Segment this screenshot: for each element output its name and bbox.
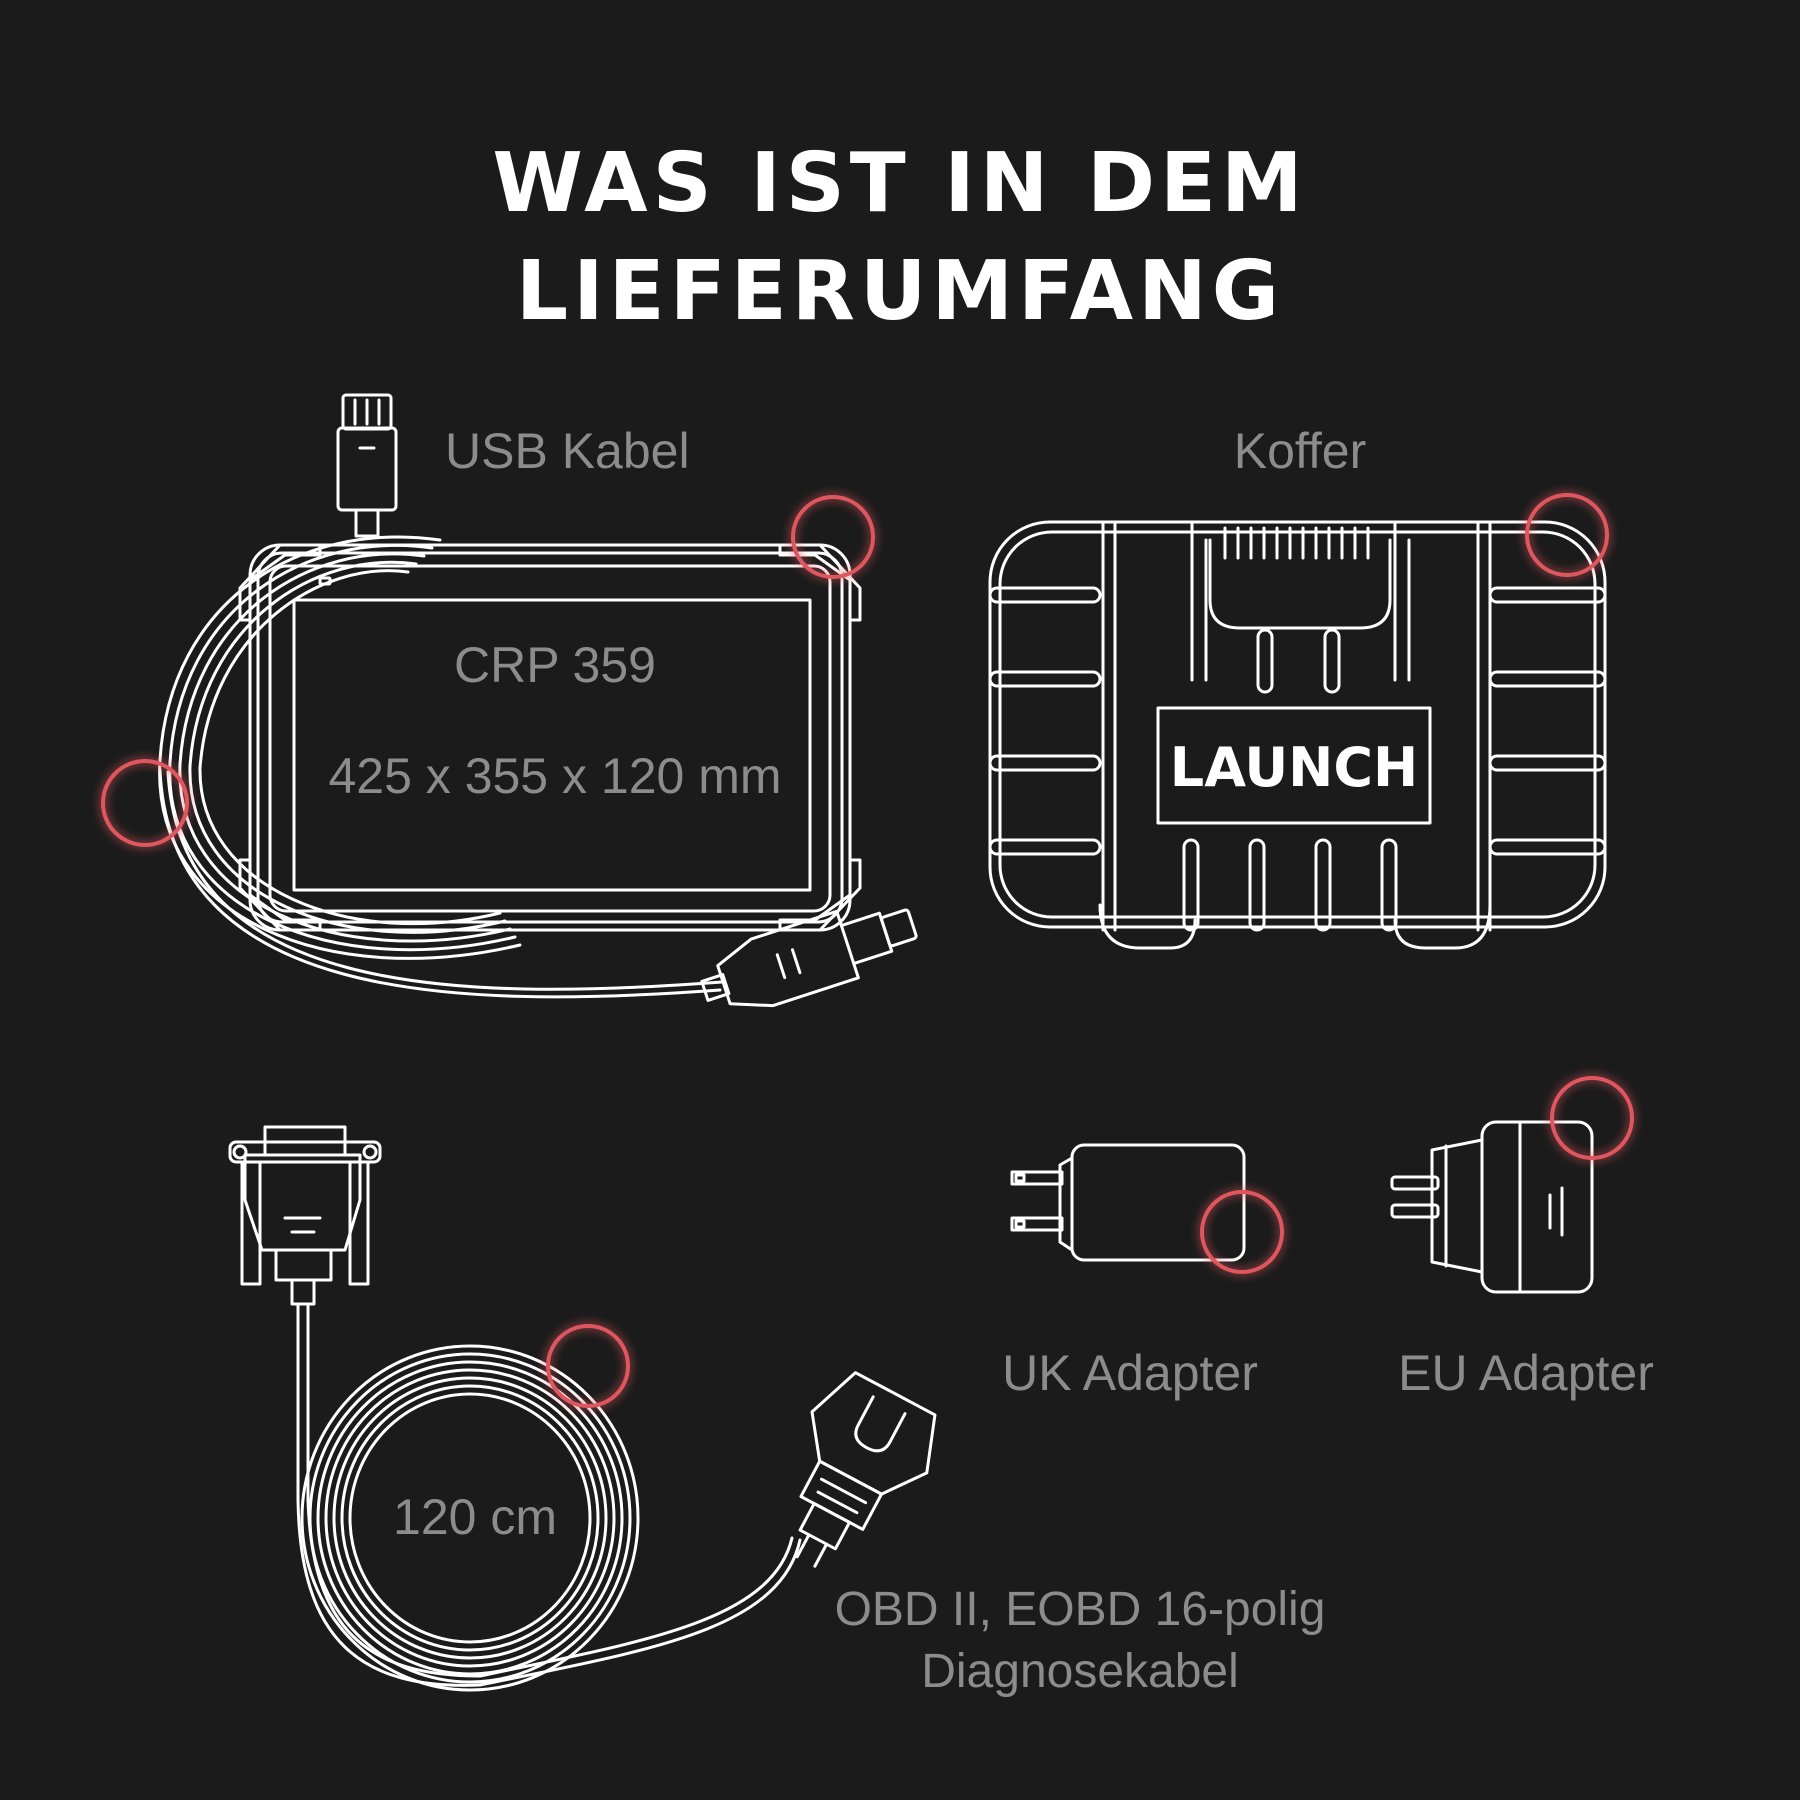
uk-adapter-illustration	[1010, 1143, 1246, 1262]
highlight-ring	[101, 759, 189, 847]
highlight-ring	[1525, 493, 1609, 577]
eu-adapter-illustration	[1390, 1120, 1594, 1294]
highlight-ring	[1200, 1190, 1284, 1274]
case-brand-logo: LAUNCH	[1170, 736, 1418, 799]
title-line-1: WAS IST IN DEM	[492, 136, 1308, 231]
highlight-ring	[1550, 1076, 1634, 1160]
case-illustration: LAUNCH	[988, 520, 1607, 950]
eu-adapter-label: EU Adapter	[1398, 1345, 1654, 1401]
tablet-model-label: CRP 359	[454, 637, 656, 693]
page-title: WAS IST IN DEM LIEFERUMFANG	[0, 130, 1800, 346]
highlight-rings	[101, 493, 1634, 1408]
highlight-ring	[546, 1324, 630, 1408]
case-label: Koffer	[1233, 423, 1367, 479]
uk-adapter-label: UK Adapter	[1002, 1345, 1258, 1401]
highlight-ring	[791, 495, 875, 579]
tablet-dimensions-label: 425 x 355 x 120 mm	[328, 748, 782, 804]
usb-cable-label: USB Kabel	[445, 423, 690, 479]
obd-cable-label-line-2: Diagnosekabel	[921, 1645, 1239, 1698]
obd-cable-label-line-1: OBD II, EOBD 16-polig	[834, 1583, 1326, 1636]
tablet-illustration	[238, 543, 862, 932]
obd-cable-illustration	[228, 1125, 937, 1692]
obd-cable-length-label: 120 cm	[393, 1489, 557, 1545]
title-line-2: LIEFERUMFANG	[515, 244, 1285, 339]
